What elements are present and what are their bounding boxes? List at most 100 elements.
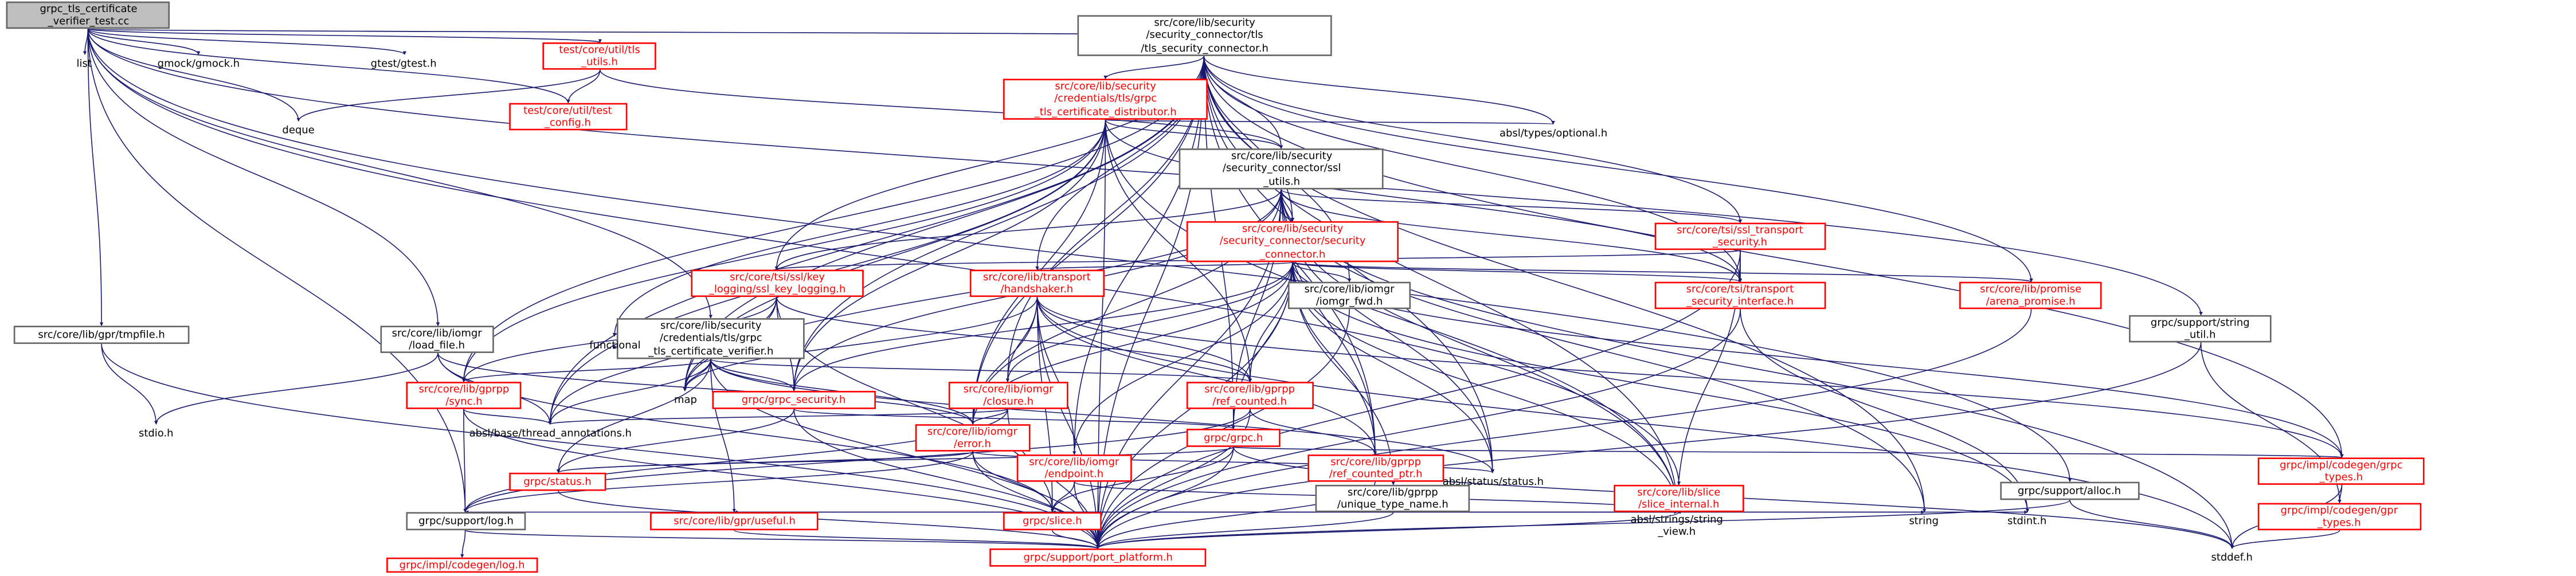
node-sec-connector[interactable]: src/core/lib/security /security_connecto… [1186, 221, 1399, 262]
node-gmock[interactable]: gmock/gmock.h [157, 57, 240, 70]
node-load-file[interactable]: src/core/lib/iomgr /load_file.h [379, 326, 495, 353]
node-functional[interactable]: functional [589, 339, 641, 352]
node-useful[interactable]: src/core/lib/gpr/useful.h [651, 512, 819, 531]
node-status-h[interactable]: grpc/status.h [508, 472, 607, 491]
edge-handshaker-to-map [683, 297, 1038, 391]
node-closure[interactable]: src/core/lib/iomgr /closure.h [949, 382, 1068, 409]
edge-tmpfile-to-stdio [101, 344, 158, 425]
node-cert-distributor[interactable]: src/core/lib/security /credentials/tls/g… [1003, 79, 1208, 120]
edge-handshaker-to-ref_counted [1036, 297, 1252, 382]
node-thread-annotations[interactable]: absl/base/thread_annotations.h [469, 427, 632, 440]
edge-cert_verifier-to-status_h [556, 359, 711, 473]
node-gpr-types[interactable]: grpc/impl/codegen/gpr _types.h [2257, 503, 2421, 531]
node-iomgr-error[interactable]: src/core/lib/iomgr /error.h [915, 424, 1030, 452]
node-arena-promise[interactable]: src/core/lib/promise /arena_promise.h [1959, 281, 2103, 309]
node-transport-sec-iface[interactable]: src/core/tsi/transport _security_interfa… [1654, 281, 1826, 309]
node-deque[interactable]: deque [282, 124, 315, 136]
node-sync[interactable]: src/core/lib/gprpp /sync.h [406, 382, 522, 409]
edge-log_h-to-codegen_log [460, 530, 466, 558]
node-absl-status[interactable]: absl/status/status.h [1442, 475, 1544, 488]
node-root[interactable]: grpc_tls_certificate _verifier_test.cc [6, 1, 171, 29]
edge-handshaker-to-endpoint [1036, 297, 1076, 455]
edge-transport_sec_iface-to-stdint [1740, 309, 2030, 513]
node-endpoint[interactable]: src/core/lib/iomgr /endpoint.h [1016, 454, 1132, 482]
edge-iomgr_error-to-log_h [463, 451, 973, 513]
node-slice-h[interactable]: grpc/slice.h [1003, 512, 1102, 531]
edge-ssl_utils-to-ssl_key_logging [774, 189, 1282, 271]
edge-tls_connector-to-string_view [1203, 56, 1680, 513]
node-grpc-types[interactable]: grpc/impl/codegen/grpc _types.h [2257, 457, 2425, 485]
edge-iomgr_error-to-absl_status [972, 451, 1494, 473]
node-iomgr-fwd[interactable]: src/core/lib/iomgr /iomgr_fwd.h [1287, 281, 1411, 309]
edge-root-to-alloc [87, 29, 2072, 483]
node-tmpfile[interactable]: src/core/lib/gpr/tmpfile.h [13, 326, 190, 344]
edge-sec_connector-to-arena_promise [1292, 261, 2033, 283]
edge-sec_connector-to-transport_sec_iface [1292, 261, 1742, 283]
node-test-utils[interactable]: test/core/util/tls _utils.h [542, 42, 657, 70]
node-alloc[interactable]: grpc/support/alloc.h [1999, 481, 2139, 500]
node-port-platform[interactable]: grpc/support/port_platform.h [989, 548, 1207, 567]
edge-tls_connector-to-ssl_transport_security [1203, 56, 1743, 224]
edge-root-to-load_file [87, 29, 440, 326]
node-string-view[interactable]: absl/strings/string _view.h [1630, 513, 1723, 538]
edge-cert_distributor-to-string_view [1105, 119, 1680, 513]
edge-tls_connector-to-endpoint [1072, 56, 1205, 455]
edge-tls_connector-to-sec_connector [1203, 56, 1295, 222]
edge-test_utils-to-ssl_utils [600, 69, 1283, 149]
edge-cert_verifier-to-grpc_security [710, 359, 796, 391]
node-map[interactable]: map [674, 394, 697, 406]
edge-sec_connector-to-handshaker [1035, 261, 1293, 271]
node-ssl-key-logging[interactable]: src/core/tsi/ssl/key _logging/ssl_key_lo… [691, 269, 864, 297]
node-test-config[interactable]: test/core/util/test _config.h [508, 103, 627, 131]
node-optional[interactable]: absl/types/optional.h [1499, 127, 1608, 139]
edge-root-to-test_config [87, 29, 570, 104]
edge-cert_distributor-to-optional [1105, 119, 1555, 125]
edge-handshaker-to-ref_counted_ptr [1036, 297, 1377, 455]
edge-cert_distributor-to-ssl_utils [1105, 119, 1283, 149]
node-grpc-security[interactable]: grpc/grpc_security.h [711, 391, 876, 409]
edge-alloc-to-stddef [2069, 500, 2234, 549]
edge-log_h-to-port_platform [464, 530, 1099, 549]
edge-iomgr_error-to-slice_h [972, 451, 1055, 513]
edge-alloc-to-port_platform [1096, 499, 2070, 549]
node-ssl-transport-security[interactable]: src/core/tsi/ssl_transport _security.h [1654, 222, 1826, 250]
node-string-util[interactable]: grpc/support/string _util.h [2128, 315, 2272, 343]
node-string[interactable]: string [1909, 515, 1939, 527]
edge-sec_connector-to-iomgr_fwd [1292, 262, 1352, 283]
edge-cert_distributor-to-grpc_security [792, 119, 1106, 391]
edge-tls_connector-to-thread_annotations [548, 56, 1205, 425]
edge-endpoint-to-slice_h [1050, 481, 1075, 513]
edge-ref_counted-to-ref_counted_ptr [1250, 409, 1377, 455]
node-cert-verifier[interactable]: src/core/lib/security /credentials/tls/g… [617, 318, 805, 359]
edge-slice_h-to-port_platform [1052, 530, 1100, 549]
node-ref-counted-ptr[interactable]: src/core/lib/gprpp /ref_counted_ptr.h [1308, 454, 1443, 482]
node-stdio[interactable]: stdio.h [138, 427, 174, 440]
node-gtest[interactable]: gtest/gtest.h [370, 57, 437, 70]
edge-tls_connector-to-string [1203, 56, 1927, 513]
node-codegen-log[interactable]: grpc/impl/codegen/log.h [386, 557, 538, 573]
node-ref-counted[interactable]: src/core/lib/gprpp /ref_counted.h [1186, 382, 1313, 409]
edge-grpc_security-to-grpc_h [793, 409, 1235, 429]
node-list[interactable]: list [76, 57, 92, 70]
edge-test_utils-to-deque [296, 69, 601, 122]
node-ssl-utils[interactable]: src/core/lib/security /security_connecto… [1179, 148, 1384, 190]
node-unique-type-name[interactable]: src/core/lib/gprpp /unique_type_name.h [1315, 484, 1471, 512]
edge-ssl_utils-to-ssl_transport_security [1281, 189, 1743, 224]
edge-root-to-gtest [87, 28, 406, 55]
edge-cert_verifier-to-useful [710, 359, 736, 513]
edge-sec_connector-to-endpoint [1072, 262, 1293, 455]
node-log-h[interactable]: grpc/support/log.h [406, 512, 526, 531]
node-grpc-h[interactable]: grpc/grpc.h [1186, 429, 1281, 447]
edge-ssl_utils-to-transport_sec_iface [1281, 189, 1743, 283]
node-tls-connector[interactable]: src/core/lib/security /security_connecto… [1078, 15, 1332, 56]
edge-load_file-to-stdio [154, 352, 439, 425]
node-label: src/core/lib/gprpp /unique_type_name.h [1337, 486, 1448, 511]
edge-sec_connector-to-string_view [1292, 262, 1680, 513]
node-stddef[interactable]: stddef.h [2211, 551, 2253, 564]
node-slice-internal[interactable]: src/core/lib/slice /slice_internal.h [1613, 484, 1744, 512]
node-handshaker[interactable]: src/core/lib/transport /handshaker.h [969, 269, 1105, 297]
edge-slice_internal-to-port_platform [1096, 511, 1680, 549]
edge-root-to-test_utils [87, 28, 602, 43]
node-stdint[interactable]: stdint.h [2007, 515, 2047, 527]
